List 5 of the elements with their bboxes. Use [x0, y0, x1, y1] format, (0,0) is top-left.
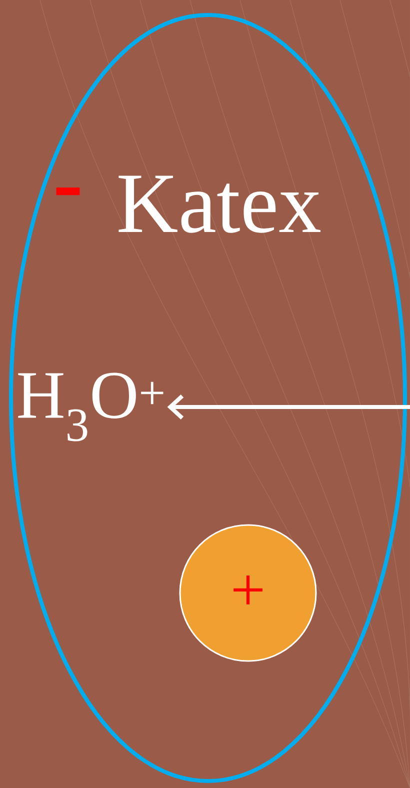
ellipse-outline: [9, 13, 407, 783]
ion-label: Katex: [118, 176, 320, 233]
minus-sign: -: [56, 188, 80, 196]
arrow: [167, 394, 410, 420]
ion-formula: H$_{3}$O$^{+}$: [18, 372, 164, 442]
